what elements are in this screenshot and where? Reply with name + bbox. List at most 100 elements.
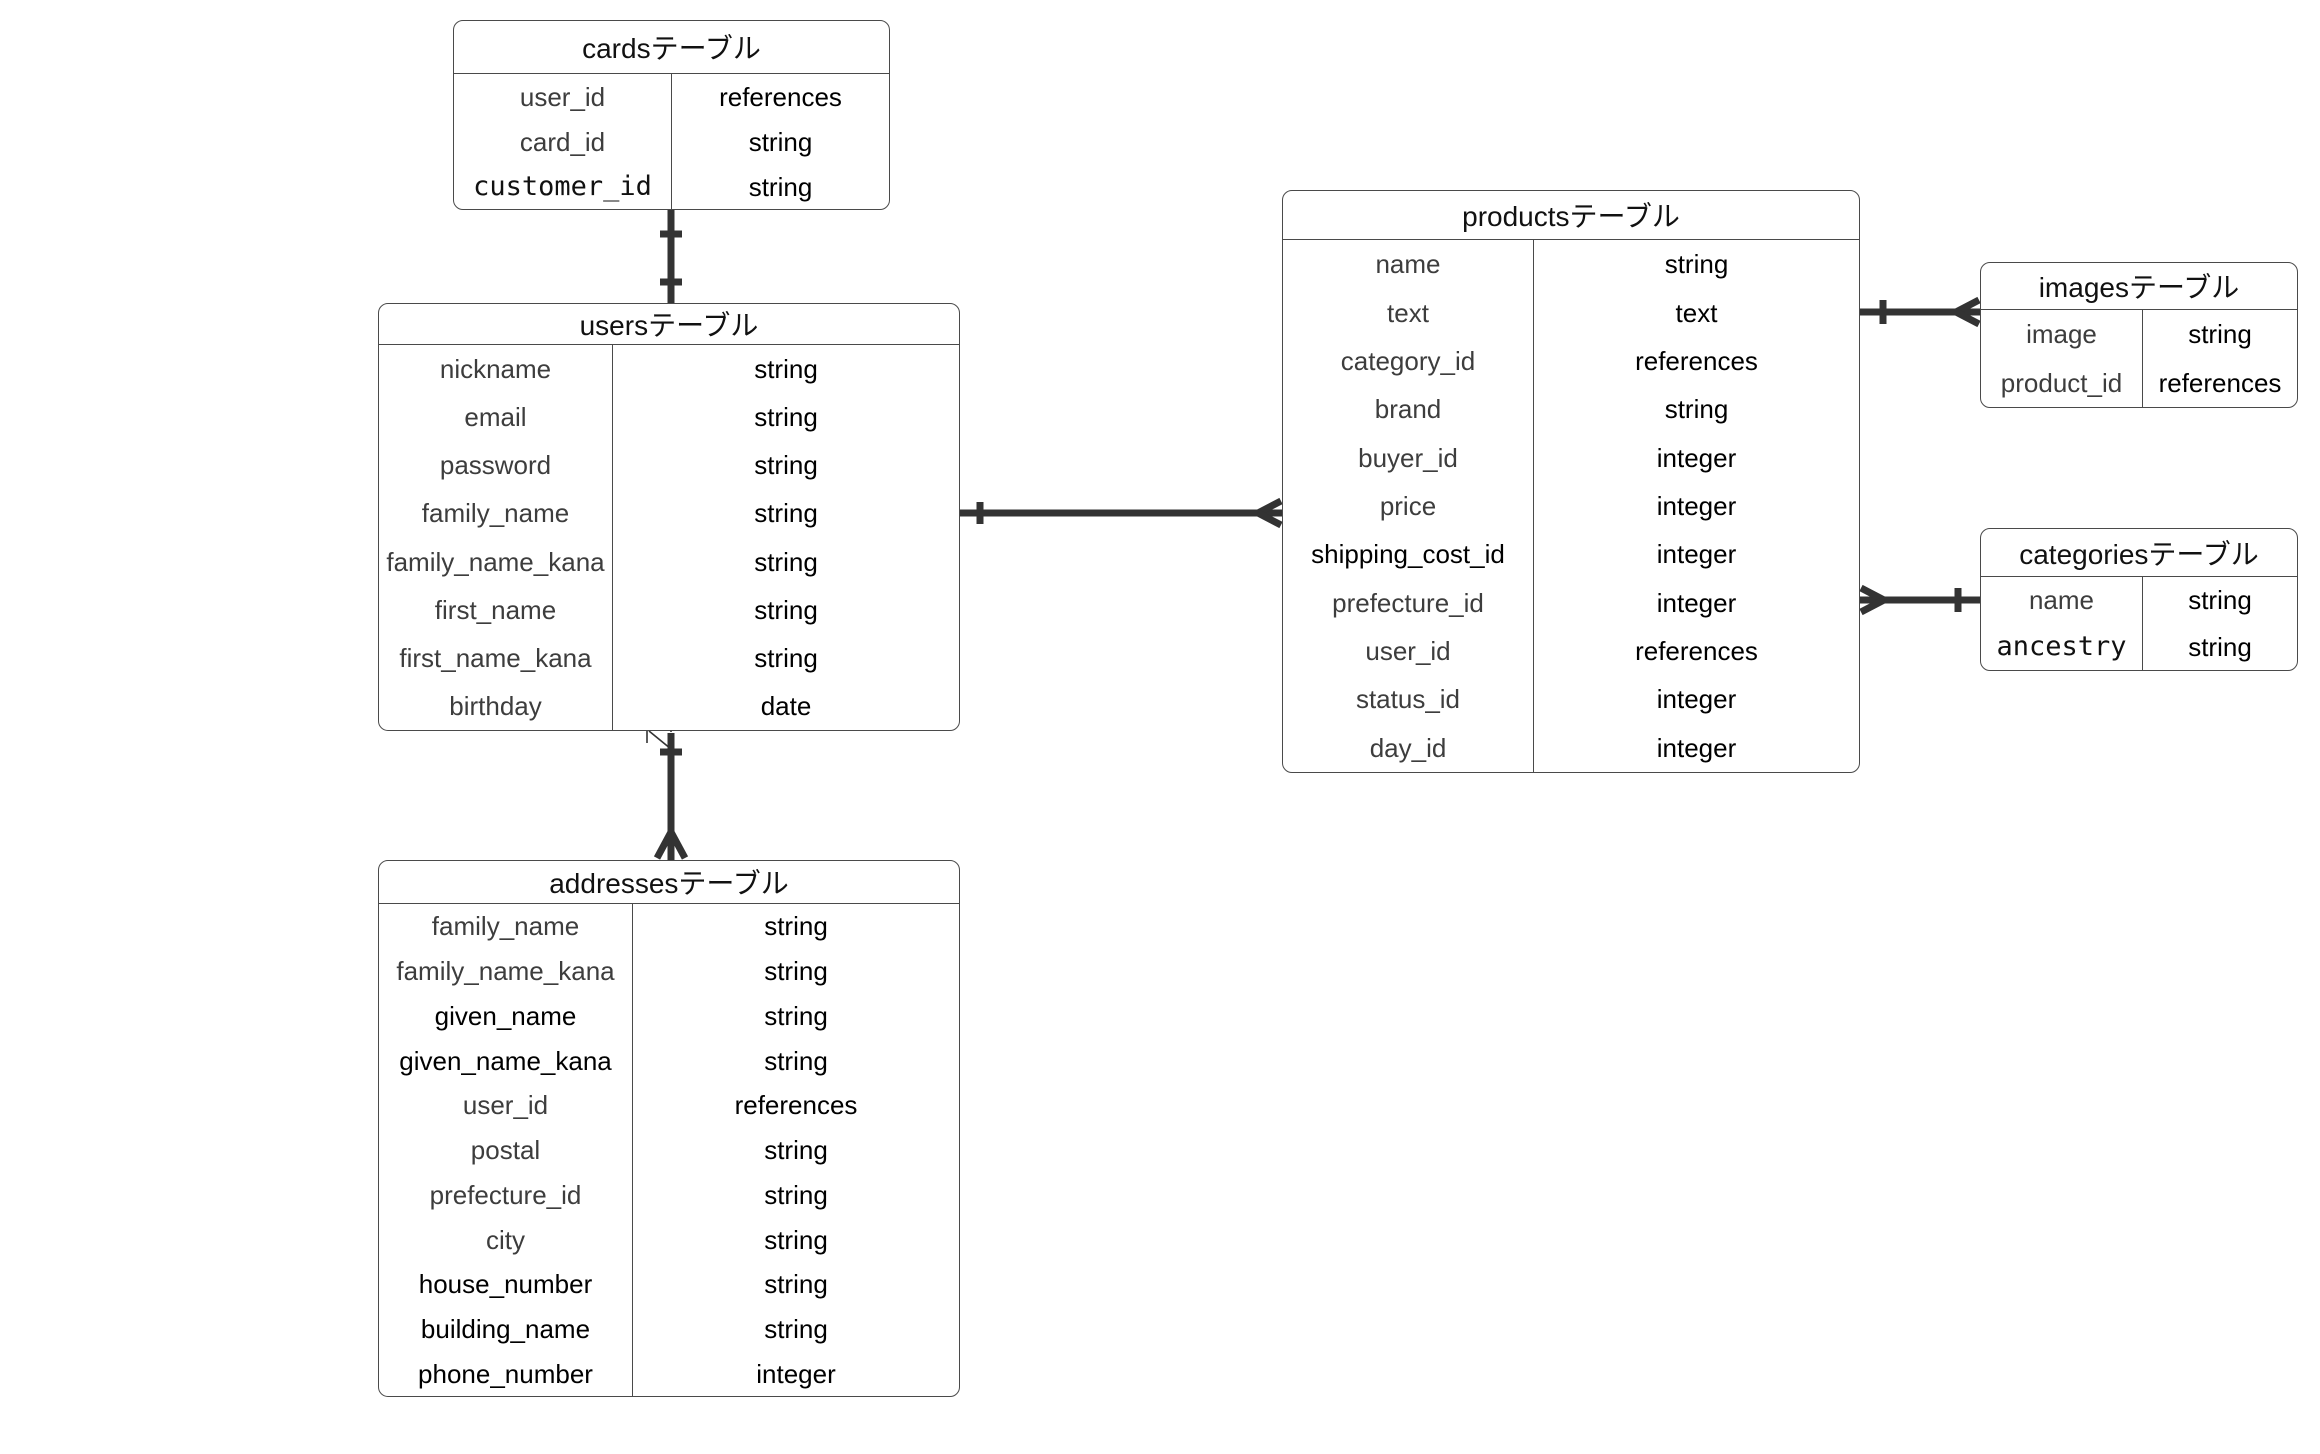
relationship-products-images — [1860, 296, 1981, 328]
field-type: string — [754, 546, 818, 577]
field-type: string — [2188, 585, 2252, 616]
field-name: name — [1981, 577, 2143, 624]
entity-categories: categoriesテーブル name string ancestry string — [1980, 528, 2298, 671]
field-type: integer — [1656, 732, 1737, 763]
field-type: string — [754, 450, 818, 481]
field-name: phone_number — [379, 1351, 633, 1397]
entity-title: productsテーブル — [1283, 191, 1859, 240]
table-row: name string — [1981, 577, 2297, 624]
field-type: date — [760, 690, 812, 721]
field-type: string — [764, 1000, 828, 1031]
field-type: string — [754, 498, 818, 529]
field-name: given_name_kana — [379, 1038, 633, 1083]
table-row: password string — [379, 441, 959, 490]
relationship-products-categories — [1859, 584, 1980, 616]
field-type: integer — [1656, 539, 1737, 570]
relationship-cards-users — [660, 210, 682, 303]
field-name: brand — [1283, 385, 1534, 434]
entity-title: usersテーブル — [379, 304, 959, 345]
crows-foot-icon — [1859, 596, 1886, 616]
field-type: integer — [1656, 442, 1737, 473]
field-type: string — [748, 171, 813, 202]
field-name: family_name_kana — [379, 948, 633, 994]
entity-title: categoriesテーブル — [1981, 529, 2297, 577]
field-type: references — [719, 81, 842, 112]
field-type: string — [764, 1179, 828, 1210]
table-row: given_name_kana string — [379, 1038, 959, 1083]
field-type: string — [2188, 631, 2252, 662]
field-type: string — [754, 402, 818, 433]
field-name: image — [1981, 310, 2143, 359]
field-type: integer — [1656, 587, 1737, 618]
field-name: postal — [379, 1127, 633, 1173]
field-name: buyer_id — [1283, 433, 1534, 482]
field-name: nickname — [379, 345, 613, 394]
table-row: shipping_cost_id integer — [1283, 530, 1859, 579]
field-type: integer — [756, 1358, 836, 1389]
crows-foot-icon — [1256, 497, 1283, 517]
field-type: string — [754, 642, 818, 673]
crows-foot-icon — [1859, 584, 1886, 604]
field-name: user_id — [454, 74, 672, 119]
field-type: string — [1664, 394, 1729, 425]
field-name: first_name_kana — [379, 633, 613, 682]
field-type: references — [1635, 345, 1758, 376]
field-name: building_name — [379, 1306, 633, 1352]
crows-foot-icon — [1954, 308, 1981, 328]
field-type: string — [2188, 319, 2252, 350]
field-name: city — [379, 1217, 633, 1262]
entity-title: imagesテーブル — [1981, 263, 2297, 310]
field-type: string — [764, 911, 828, 942]
table-row: ancestry string — [1981, 623, 2297, 670]
field-type: string — [754, 594, 818, 625]
field-name: prefecture_id — [379, 1172, 633, 1218]
relationship-users-products — [960, 497, 1283, 529]
field-name: day_id — [1283, 723, 1534, 772]
field-name: house_number — [379, 1261, 633, 1307]
field-type: integer — [1656, 684, 1737, 715]
table-row: card_id string — [454, 119, 889, 164]
field-name: name — [1283, 240, 1534, 289]
field-name: user_id — [379, 1082, 633, 1128]
field-type: string — [748, 126, 813, 157]
field-name: birthday — [379, 681, 613, 730]
field-type: string — [764, 1045, 828, 1076]
table-row: user_id references — [454, 74, 889, 119]
field-name: family_name — [379, 489, 613, 538]
field-name: ancestry — [1981, 623, 2143, 670]
crows-foot-icon — [653, 830, 675, 860]
field-name: given_name — [379, 993, 633, 1039]
field-name: card_id — [454, 119, 672, 164]
table-row: image string — [1981, 310, 2297, 359]
field-type: text — [1675, 297, 1718, 328]
table-row: given_name string — [379, 993, 959, 1039]
field-type: string — [764, 1313, 828, 1344]
field-name: category_id — [1283, 336, 1534, 386]
field-name: password — [379, 441, 613, 490]
field-name: product_id — [1981, 358, 2143, 407]
field-name: shipping_cost_id — [1283, 530, 1534, 579]
